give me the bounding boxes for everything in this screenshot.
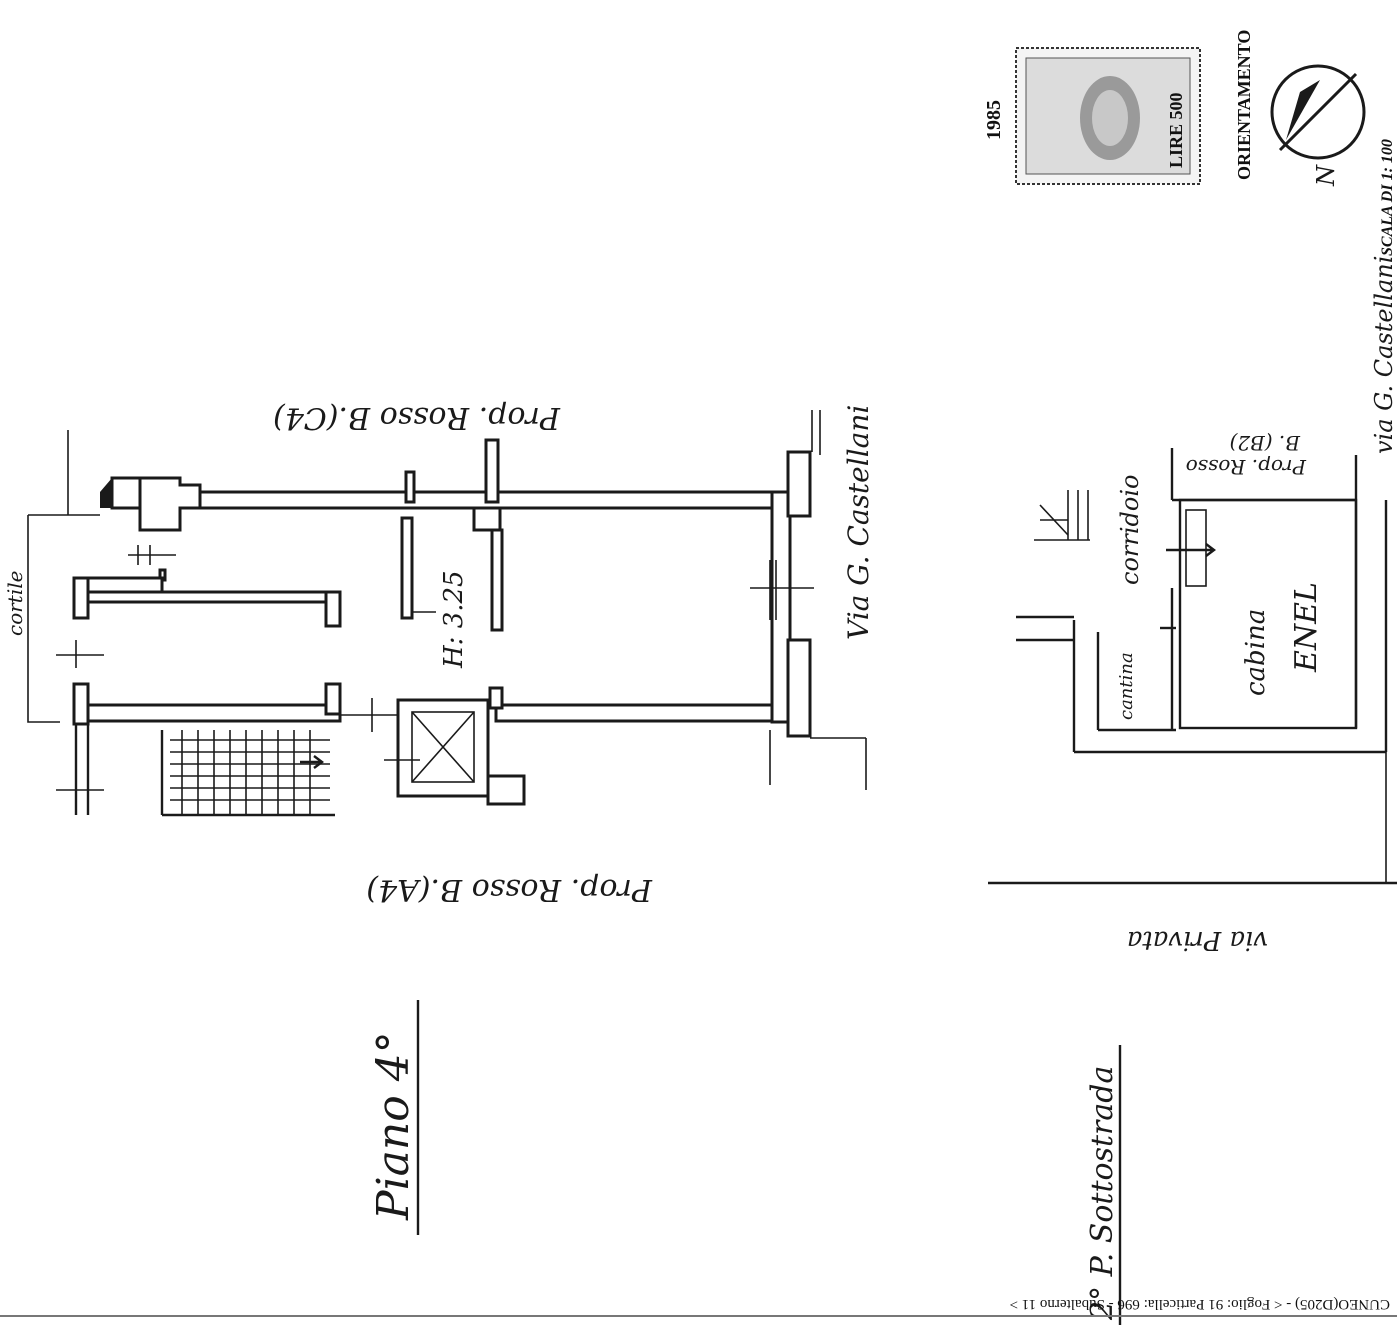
neighbor-label-top: Prop. Rosso B.(C4) <box>273 400 561 435</box>
wall-street-side <box>770 490 792 724</box>
elevator-wall-stub <box>486 774 526 806</box>
compass-line <box>1278 72 1358 152</box>
stair-arrow <box>300 755 324 769</box>
wall-partition-b-block <box>472 506 502 532</box>
scale-label: SCALA DI 1: 100 <box>1379 139 1396 256</box>
private-road-label: via Privata <box>1127 925 1268 955</box>
basement-door <box>1185 509 1207 587</box>
footer-reference: CUNEO(D205) - < Foglio: 91 Particella: 6… <box>1010 1296 1390 1312</box>
dimension-ticks <box>56 545 814 791</box>
elevator-shaft <box>396 698 526 806</box>
wall-partition-b <box>490 528 504 632</box>
height-label: H: 3.25 <box>439 570 469 669</box>
wall-room-left-inner <box>86 590 342 604</box>
floor-plan-2nd-basement: corridoio cantina cabina ENEL Prop. Ross… <box>988 256 1397 1325</box>
wall-corner-small <box>110 476 142 510</box>
wall-bottom-right <box>494 703 792 723</box>
wall-partition-b-bottom <box>488 686 504 710</box>
cabin-label-line1: cabina <box>1241 609 1271 696</box>
elevator-cabin <box>411 711 475 783</box>
basement-stair-symbol <box>1034 490 1090 541</box>
staircase <box>74 724 335 817</box>
wall-room-left-jamb <box>72 576 90 620</box>
corridor-label: corridoio <box>1116 475 1144 585</box>
enel-cabin-room <box>1178 498 1358 730</box>
orientation-block: ORIENTAMENTO N SCALA DI 1: 100 <box>1234 30 1396 256</box>
stamp-year: 1985 <box>983 100 1005 140</box>
compass-circle <box>1270 64 1366 160</box>
revenue-stamp: LIRE 500 1985 <box>983 47 1201 185</box>
courtyard-label: cortile <box>3 571 27 636</box>
plan-title-lower: 2° P. Sottostrada <box>1085 1066 1120 1321</box>
door-arrow <box>1166 543 1216 557</box>
floor-plan-4th-floor: Prop. Rosso B.(C4) Prop. Rosso B.(A4) Vi… <box>3 400 875 1235</box>
cabin-label-line2: ENEL <box>1289 582 1324 673</box>
north-letter: N <box>1312 164 1340 187</box>
wall-street-pier-top <box>786 450 812 518</box>
wall-bottom-left <box>78 703 342 723</box>
plan-title-upper: Piano 4° <box>368 1031 419 1221</box>
orientation-label: ORIENTAMENTO <box>1234 30 1254 180</box>
courtyard-outline <box>27 515 60 723</box>
cellar-label: cantina <box>1116 652 1137 720</box>
street-label-upper: Via G. Castellani <box>842 405 875 640</box>
wall-corner-block <box>138 476 202 532</box>
wall-room-left-lower-jamb-2 <box>324 682 342 716</box>
neighbor-label-basement-1: Prop. Rosso <box>1186 455 1307 479</box>
wall-partition-a-top <box>404 470 416 504</box>
wall-partition-b-top <box>484 438 500 504</box>
wall-room-left-jamb-2 <box>324 590 342 628</box>
wall-street-pier-bottom <box>786 638 812 738</box>
stamp-value: LIRE 500 <box>1166 92 1186 168</box>
wall-partition-a <box>400 516 414 620</box>
wall-room-left-lower-jamb <box>72 682 90 726</box>
wall-hatch <box>100 478 112 508</box>
wall-top <box>138 490 792 510</box>
north-arrow-icon <box>1286 80 1320 140</box>
neighbor-label-basement-2: B. (B2) <box>1230 431 1301 455</box>
street-label-lower: via G. Castellani <box>1370 256 1397 454</box>
elevator-cross-b <box>411 711 475 783</box>
neighbor-label-bottom: Prop. Rosso B.(A4) <box>366 872 653 907</box>
